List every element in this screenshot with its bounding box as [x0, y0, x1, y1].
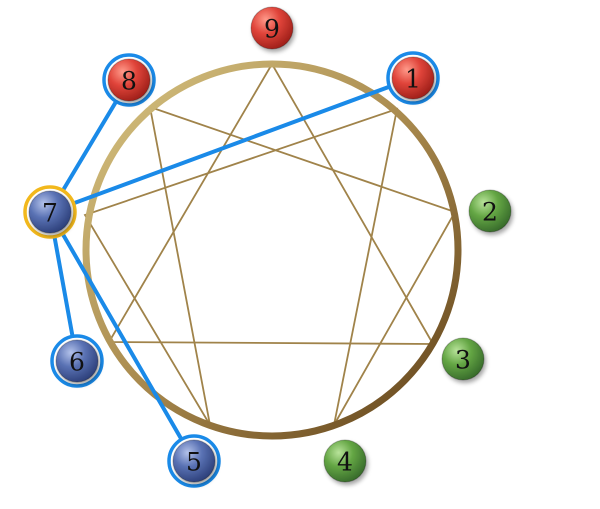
node-5-label: 5	[186, 448, 202, 477]
node-4-circle	[323, 439, 367, 483]
node-5-circle	[172, 439, 216, 483]
node-8-circle	[107, 58, 151, 102]
node-1-circle	[391, 56, 435, 100]
node-3-label: 3	[455, 346, 471, 375]
node-7-circle	[28, 190, 72, 234]
node-9-label: 9	[264, 15, 280, 44]
connector-7-5	[48, 210, 196, 463]
node-2-label: 2	[482, 198, 498, 227]
node-1-label: 1	[405, 65, 421, 94]
triangle-figure	[107, 62, 435, 345]
node-9-circle	[250, 6, 294, 50]
node-7-label: 7	[42, 199, 58, 228]
node-2-circle	[468, 189, 512, 233]
node-1: 1	[386, 51, 440, 105]
node-4: 4	[323, 439, 367, 483]
node-4-label: 4	[337, 448, 353, 477]
enneagram-ring	[82, 60, 462, 440]
node-6-circle	[55, 339, 99, 383]
node-5: 5	[167, 434, 221, 488]
node-2: 2	[468, 189, 512, 233]
node-6-label: 6	[69, 348, 85, 377]
node-7: 7	[23, 185, 77, 239]
node-8: 8	[102, 53, 156, 107]
node-6: 6	[50, 334, 104, 388]
connector-7-1	[48, 76, 415, 214]
node-3-circle	[441, 337, 485, 381]
node-8-label: 8	[121, 67, 137, 96]
node-3: 3	[441, 337, 485, 381]
enneagram-nodes: 9 1 2 3 4 5 6 7 8	[23, 6, 512, 488]
node-9: 9	[250, 6, 294, 50]
